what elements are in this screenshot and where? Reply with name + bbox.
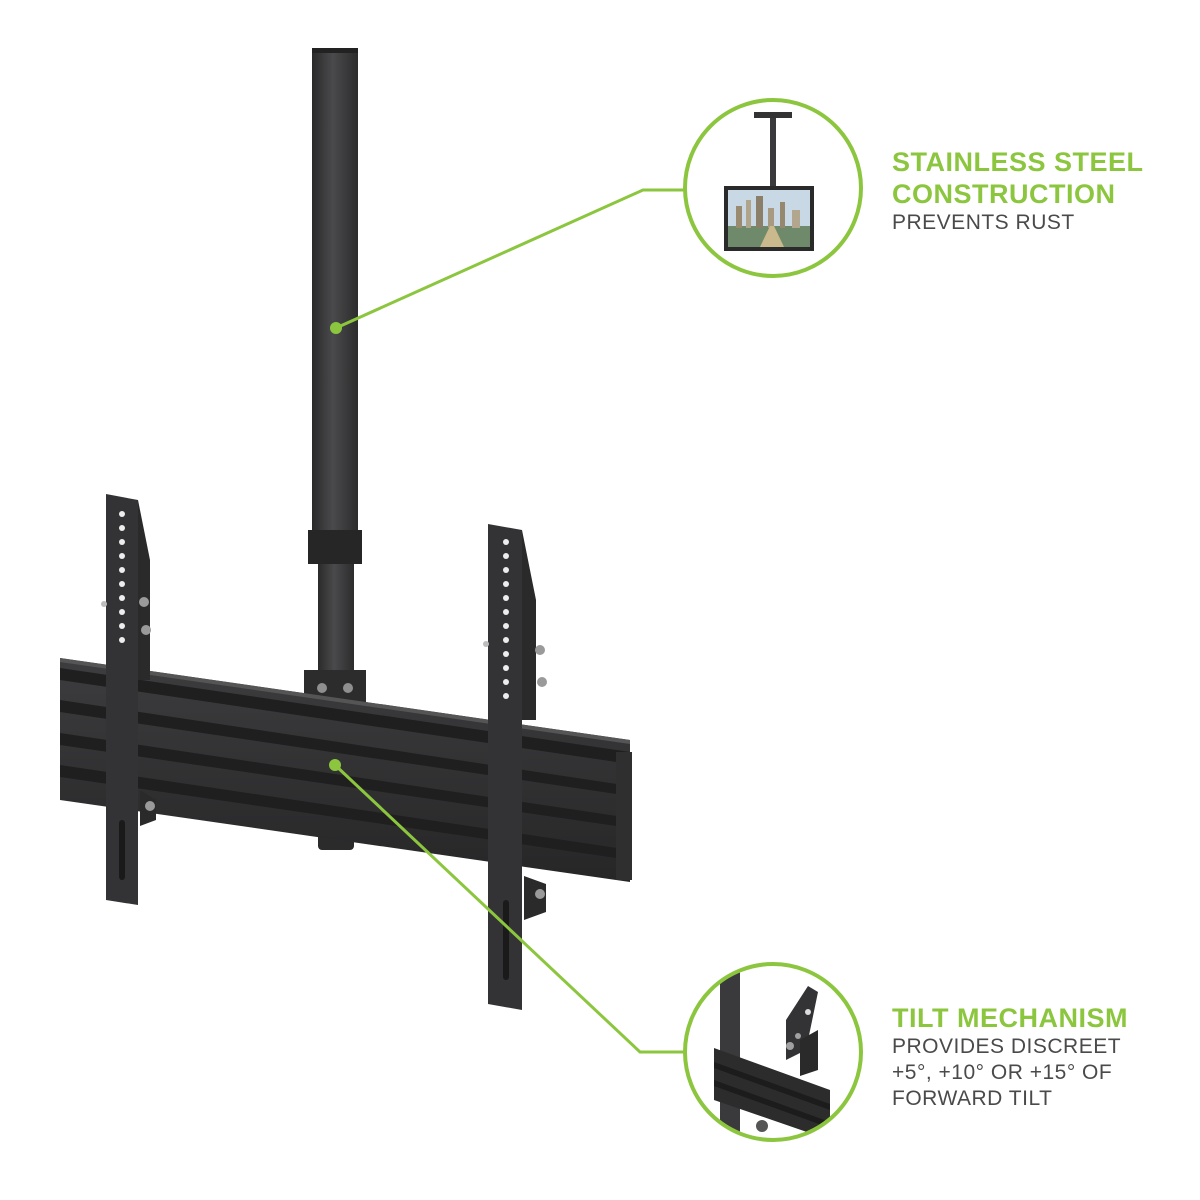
callout-subtext: PREVENTS RUST bbox=[892, 211, 1075, 234]
callout-heading-line1: STAINLESS STEEL bbox=[892, 147, 1144, 177]
callout-subtext-line3: FORWARD TILT bbox=[892, 1087, 1053, 1110]
horizontal-mounting-rail bbox=[60, 658, 632, 882]
ceiling-pole bbox=[308, 48, 362, 850]
callout-heading-line1: TILT MECHANISM bbox=[892, 1003, 1128, 1033]
callout-subtext-line2: +5°, +10° OR +15° OF bbox=[892, 1061, 1113, 1084]
inset-tilt-mechanism bbox=[683, 962, 863, 1142]
leader-dot-tilt bbox=[329, 759, 341, 771]
leader-dot-steel bbox=[330, 322, 342, 334]
inset-steel-construction bbox=[683, 98, 863, 278]
callout-subtext-line1: PROVIDES DISCREET bbox=[892, 1035, 1122, 1058]
callout-steel-construction: STAINLESS STEEL CONSTRUCTION PREVENTS RU… bbox=[892, 146, 1192, 236]
right-vertical-bracket bbox=[483, 524, 547, 1010]
callout-tilt-mechanism: TILT MECHANISM PROVIDES DISCREET +5°, +1… bbox=[892, 1002, 1192, 1112]
callout-heading-line2: CONSTRUCTION bbox=[892, 179, 1116, 209]
leader-line-tilt bbox=[333, 763, 686, 1054]
leader-line-steel bbox=[335, 188, 686, 330]
left-vertical-bracket bbox=[101, 494, 156, 905]
